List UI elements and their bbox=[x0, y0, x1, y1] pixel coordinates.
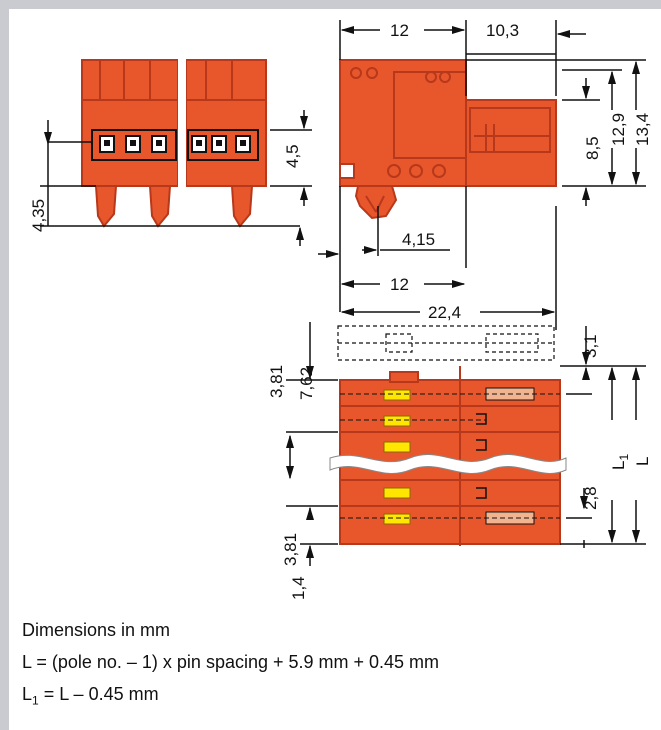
dim-2-8: 2,8 bbox=[581, 486, 600, 510]
dim-3-81-top: 3,81 bbox=[267, 365, 286, 398]
note-L1-sub: 1 bbox=[32, 693, 39, 708]
dim-L: L bbox=[633, 457, 652, 466]
dim-4-35: 4,35 bbox=[29, 199, 48, 232]
side-view: 12 10,3 8,5 12,9 13,4 4,15 12 bbox=[318, 20, 652, 330]
note-L1-rest: = L – 0.45 mm bbox=[38, 684, 159, 704]
dim-4-15: 4,15 bbox=[402, 230, 435, 249]
dim-7-62: 7,62 bbox=[297, 367, 316, 400]
frame-top-border bbox=[0, 0, 661, 9]
note-formula-L1: L1 = L – 0.45 mm bbox=[22, 684, 159, 708]
frame-left-border bbox=[0, 0, 9, 730]
dim-12-bottom: 12 bbox=[390, 275, 409, 294]
front-view: 4,5 4,35 bbox=[29, 56, 312, 246]
technical-drawing: 4,5 4,35 12 bbox=[29, 20, 652, 600]
dim-4-5: 4,5 bbox=[283, 144, 302, 168]
dim-12-9: 12,9 bbox=[609, 113, 628, 146]
dim-10-3: 10,3 bbox=[486, 21, 519, 40]
dim-12-top: 12 bbox=[390, 21, 409, 40]
dim-8-5: 8,5 bbox=[583, 136, 602, 160]
top-view: 3,81 7,62 3,81 1,4 3,1 2,8 L1 L bbox=[267, 322, 652, 600]
front-view-left-half bbox=[81, 59, 179, 228]
note-units: Dimensions in mm bbox=[22, 620, 171, 640]
front-view-right-half bbox=[185, 59, 267, 228]
dim-22-4: 22,4 bbox=[428, 303, 461, 322]
dim-3-1: 3,1 bbox=[581, 334, 600, 358]
note-formula-L: L = (pole no. – 1) x pin spacing + 5.9 m… bbox=[22, 652, 440, 672]
dim-13-4: 13,4 bbox=[633, 113, 652, 146]
dim-3-81-bottom: 3,81 bbox=[281, 533, 300, 566]
note-L1-letter: L bbox=[22, 684, 33, 704]
dim-L1: L1 bbox=[609, 454, 631, 470]
dim-1-4: 1,4 bbox=[289, 576, 308, 600]
